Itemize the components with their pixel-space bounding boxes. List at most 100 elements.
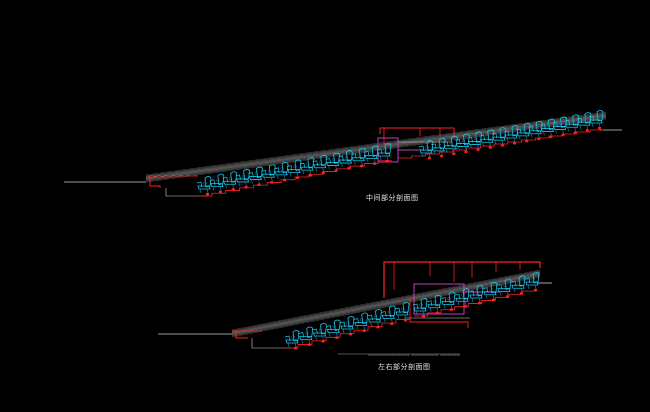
cinema-seat-icon [510, 275, 526, 295]
seat-hinge [461, 293, 465, 297]
seat-leg [232, 184, 235, 189]
slab-hatch-line [231, 270, 541, 332]
cinema-seat-icon [351, 147, 366, 168]
seat-leg [335, 165, 337, 170]
seat-floor-marker [506, 295, 509, 298]
slab-hatch-line [231, 274, 541, 336]
slab-hatch-line [231, 272, 541, 334]
seat-armrest [261, 169, 267, 176]
seat-armrest [353, 318, 360, 324]
seat-hinge [331, 157, 336, 162]
seat-cushion [480, 138, 494, 143]
seat-hinge [291, 335, 295, 339]
seat-cushion [441, 301, 455, 305]
seat-leg [534, 284, 537, 290]
seat-floor-marker [404, 319, 407, 322]
seat-cushion [469, 294, 483, 299]
seat-armrest [274, 167, 280, 173]
seat-hinge [447, 296, 451, 301]
seat-floor-marker [386, 160, 389, 163]
seat-leg [457, 301, 460, 306]
seat-leg [315, 335, 317, 341]
seat-leg [390, 318, 393, 323]
slab-hatch-line [231, 269, 541, 331]
seat-armrest [376, 148, 383, 155]
seat-armrest [510, 280, 517, 287]
seat-hinge [293, 164, 297, 169]
seat-leg [245, 181, 247, 187]
seat-cushion [210, 183, 224, 188]
seat-floor-marker [513, 142, 516, 145]
seat-hinge [387, 310, 391, 315]
seat-floor-marker [488, 146, 492, 149]
seat-leg [322, 335, 324, 341]
cinema-seat-icon [468, 285, 484, 305]
seat-leg [440, 150, 443, 155]
seat-back [384, 143, 392, 155]
seat-cushion [431, 147, 445, 152]
seat-armrest [454, 293, 461, 300]
lower-railing-red [383, 261, 541, 298]
seat-cushion [377, 152, 391, 157]
seat-floor-marker [231, 188, 235, 191]
seat-back [346, 150, 353, 162]
seat-floor-marker [362, 329, 366, 332]
seat-leg [353, 160, 356, 165]
seat-leg [212, 186, 215, 191]
seat-back [333, 319, 341, 331]
floor-line-left [165, 188, 208, 197]
seat-armrest [426, 300, 433, 306]
cinema-seat-icon [364, 145, 379, 165]
seat-cushion [313, 164, 327, 169]
seat-hinge [383, 148, 387, 152]
seat-leg [586, 125, 589, 130]
seat-leg [537, 133, 540, 138]
seat-leg [199, 188, 202, 194]
seat-hinge [229, 176, 233, 180]
seat-leg [492, 294, 495, 299]
seat-leg [294, 342, 297, 348]
slab-hatch-line [145, 111, 607, 176]
seat-back [375, 309, 382, 321]
seat-cushion [364, 154, 378, 159]
seat-back [333, 152, 340, 164]
seat-leg [520, 288, 523, 293]
seat-leg [591, 122, 594, 128]
seat-hinge [306, 162, 310, 166]
seat-cushion [577, 121, 591, 126]
seat-hinge [510, 130, 514, 134]
seat-leg [428, 152, 431, 158]
seat-leg [433, 150, 436, 155]
cinema-seat-icon [496, 278, 512, 298]
slab-hatch-line [231, 276, 541, 338]
seat-leg [465, 146, 467, 151]
seat-back [307, 157, 315, 169]
seat-armrest [312, 160, 319, 166]
seat-cushion [300, 166, 314, 171]
seat-leg [328, 332, 331, 337]
seat-floor-marker [573, 131, 577, 134]
seat-back [217, 173, 225, 186]
cinema-seat-icon [196, 176, 212, 196]
seat-leg [283, 174, 286, 179]
seat-floor-marker [335, 336, 339, 339]
seat-leg [574, 127, 577, 132]
seat-leg [470, 144, 472, 149]
seat-hinge [373, 314, 378, 318]
seat-floor-marker [376, 326, 380, 329]
seat-leg [342, 328, 345, 334]
seat-cushion [443, 145, 457, 150]
seat-hinge [280, 167, 284, 171]
seat-cushion [381, 315, 395, 319]
seat-floor-marker [525, 139, 529, 143]
seat-hinge [503, 283, 507, 288]
seat-leg [464, 301, 467, 306]
seat-armrest [286, 165, 293, 171]
seat-hinge [534, 126, 538, 130]
seat-hinge [595, 115, 599, 119]
cinema-seat-icon [440, 291, 456, 311]
seat-hinge [267, 169, 271, 173]
seat-leg [506, 291, 509, 296]
seat-armrest [412, 303, 419, 310]
seat-floor-marker [534, 289, 537, 292]
